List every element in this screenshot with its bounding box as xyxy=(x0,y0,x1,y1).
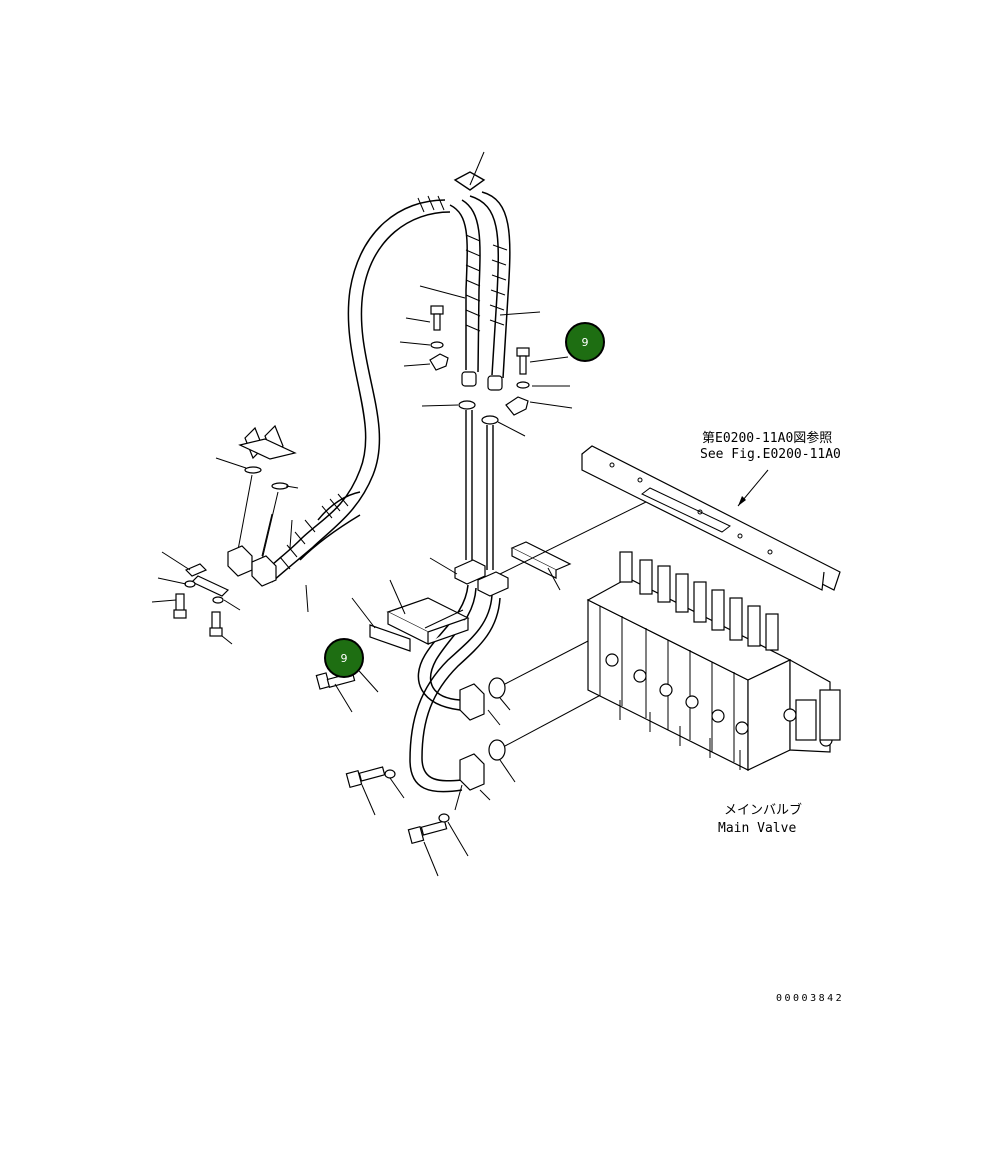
drawing-number: 00003842 xyxy=(776,993,844,1004)
upper-left-bolt xyxy=(399,305,449,371)
hose-tag xyxy=(453,151,486,191)
valve-clamp xyxy=(499,499,651,591)
reference-note-jp: 第E0200-11A0図参照 xyxy=(702,430,832,446)
reference-note-en: See Fig.E0200-11A0 xyxy=(700,447,841,462)
lower-bolts xyxy=(315,662,469,877)
upper-hose-pair xyxy=(449,191,511,391)
flange-blocks xyxy=(429,557,509,597)
main-valve xyxy=(586,551,841,771)
marker-label: 9 xyxy=(582,336,589,349)
left-fittings xyxy=(151,424,309,645)
reference-marker-lower[interactable]: 9 xyxy=(324,638,364,678)
marker-label: 9 xyxy=(341,652,348,665)
upper-right-bolt xyxy=(505,347,573,416)
bent-tubes xyxy=(409,584,501,801)
straight-tubes xyxy=(465,410,494,570)
main-valve-label-en: Main Valve xyxy=(718,821,796,836)
main-valve-label-jp: メインバルブ xyxy=(724,802,802,818)
reference-marker-upper[interactable]: 9 xyxy=(565,322,605,362)
tube-clamp-bracket xyxy=(351,579,470,652)
mounting-bracket xyxy=(581,445,841,591)
o-rings-upper xyxy=(421,400,526,437)
valve-o-rings xyxy=(488,639,611,783)
long-hose-assembly xyxy=(261,195,451,583)
